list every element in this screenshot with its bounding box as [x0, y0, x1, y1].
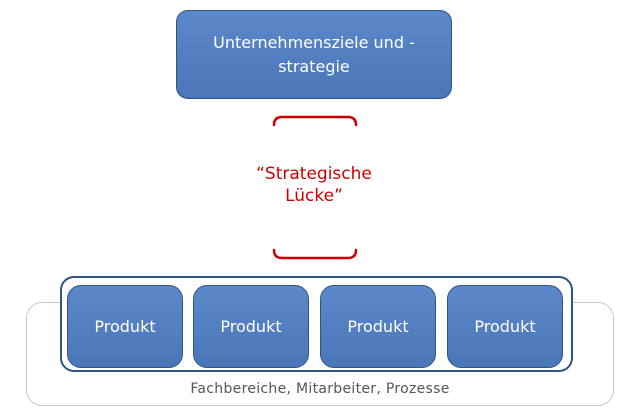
strategic-gap-line-1: “Strategische: [256, 164, 372, 184]
goals-strategy-box: Unternehmensziele und - strategie: [176, 10, 452, 99]
product-box: Produkt: [193, 285, 309, 368]
organization-label: Fachbereiche, Mitarbeiter, Prozesse: [190, 381, 450, 397]
product-box: Produkt: [447, 285, 563, 368]
product-box: Produkt: [67, 285, 183, 368]
goals-strategy-line-2: strategie: [278, 56, 350, 76]
upper-gap-bracket: [272, 115, 358, 127]
strategic-gap-line-2: Lücke”: [285, 186, 343, 206]
lower-gap-bracket: [272, 248, 358, 260]
goals-strategy-line-1: Unternehmensziele und -: [213, 32, 415, 52]
product-box: Produkt: [320, 285, 436, 368]
strategic-gap-label: “Strategische Lücke”: [214, 163, 414, 207]
